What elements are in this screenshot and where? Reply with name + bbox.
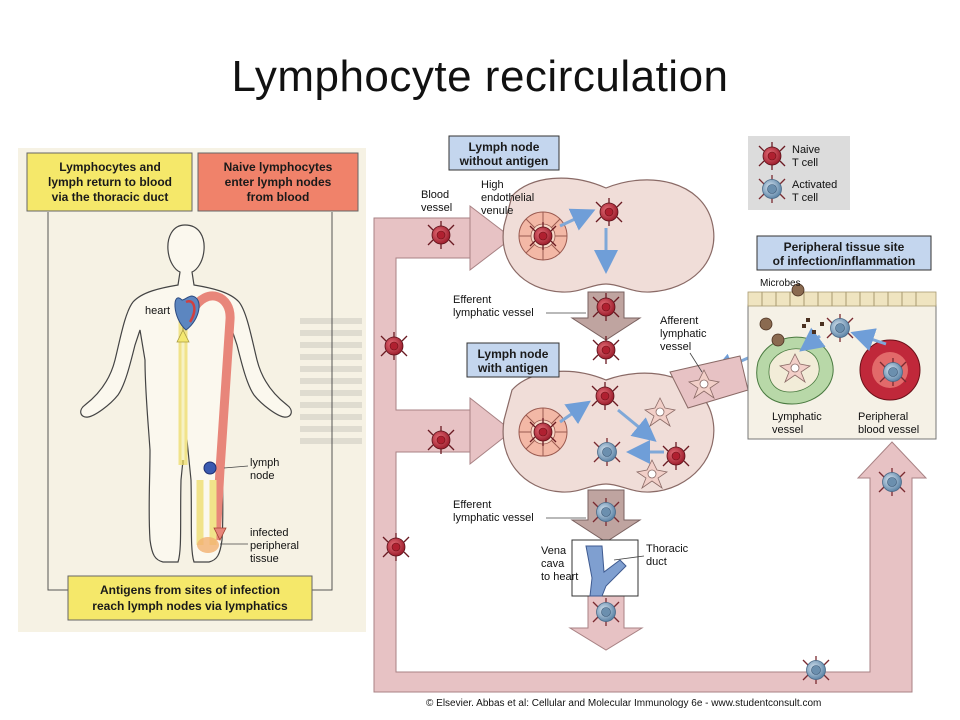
label-afferent-3: vessel (660, 341, 691, 353)
box-antigen-line-2: reach lymph nodes via lymphatics (92, 599, 288, 613)
label-vena-cava-3: to heart (541, 571, 578, 583)
box-node-without-line-1: Lymph node (469, 140, 540, 154)
slide-title: Lymphocyte recirculation (231, 52, 729, 101)
lymph-node-icon (203, 461, 217, 475)
legend-naive-line-2: T cell (792, 157, 818, 169)
right-panel: Lymph node without antigen Lymph node wi… (373, 135, 937, 709)
legend-naive-line-1: Naive (792, 144, 820, 156)
vena-cava-icon (585, 545, 627, 597)
arrowhead-up (176, 329, 190, 343)
blood-circulation-loop (373, 217, 928, 693)
leader-lymph-node (223, 465, 249, 469)
legend-activated-line-1: Activated (792, 179, 837, 191)
lymphatic-vessel-drawing (756, 336, 834, 405)
label-vena-cava-2: cava (541, 558, 565, 570)
label-lymph-node-2: node (250, 470, 274, 482)
peripheral-blood-vessel-drawing (859, 339, 921, 401)
box-node-with-antigen (466, 342, 560, 378)
label-peripheral-blood-1: Peripheral (858, 411, 908, 423)
label-afferent-2: lymphatic (660, 328, 707, 340)
label-infected-2: peripheral (250, 540, 299, 552)
credit-line: © Elsevier. Abbas et al: Cellular and Mo… (426, 698, 821, 709)
heart-red-part (185, 300, 196, 323)
box-node-without-line-2: without antigen (459, 154, 549, 168)
label-efferent-1b: lymphatic vessel (453, 307, 534, 319)
leader-afferent (689, 352, 703, 373)
arrow-hev-to-node-1 (559, 208, 596, 231)
faded-text-background (300, 318, 362, 444)
label-lymph-node-1: lymph (250, 457, 279, 469)
box-peripheral-line-2: of infection/inflammation (773, 254, 916, 268)
infected-tissue-spot (197, 537, 219, 553)
lymph-node-without-antigen (502, 177, 715, 293)
label-afferent-1: Afferent (660, 315, 698, 327)
label-thoracic-1: Thoracic (646, 543, 689, 555)
box-naive-line-3: from blood (247, 190, 310, 204)
box-node-with-line-2: with antigen (477, 361, 548, 375)
left-connector-line (47, 212, 68, 591)
label-lymphatic-vessel-2: vessel (772, 424, 803, 436)
box-naive-line-1: Naive lymphocytes (224, 160, 333, 174)
box-thoracic-line-1: Lymphocytes and (59, 160, 161, 174)
label-blood-vessel-2: vessel (421, 202, 452, 214)
box-node-with-line-1: Lymph node (478, 347, 549, 361)
label-efferent-1a: Efferent (453, 294, 491, 306)
epithelium-layer (747, 291, 937, 307)
box-antigen-transport (67, 575, 313, 621)
label-lymphatic-vessel-1: Lymphatic (772, 411, 822, 423)
box-thoracic-line-3: via the thoracic duct (52, 190, 169, 204)
label-heart: heart (145, 305, 170, 317)
box-node-without-antigen (448, 135, 560, 171)
blood-inflow-arrow-1 (469, 204, 513, 272)
box-antigen-line-1: Antigens from sites of infection (100, 583, 280, 597)
legend-activated-line-2: T cell (792, 192, 818, 204)
left-panel: Lymphocytes and lymph return to blood vi… (18, 148, 366, 632)
box-peripheral-line-1: Peripheral tissue site (784, 240, 905, 254)
microbes-icon (759, 283, 824, 347)
arrow-hev-to-node-2 (559, 400, 591, 425)
label-peripheral-blood-2: blood vessel (858, 424, 919, 436)
label-hev-3: venule (481, 205, 513, 217)
label-thoracic-2: duct (646, 556, 667, 568)
arrow-vessel-to-tissue (850, 328, 887, 352)
label-microbes: Microbes (760, 278, 801, 289)
leader-thoracic (613, 555, 645, 561)
label-infected-3: tissue (250, 553, 279, 565)
label-efferent-2a: Efferent (453, 499, 491, 511)
arrow-tissue-to-lymphatic (799, 327, 826, 352)
legend-box (748, 136, 850, 210)
label-vena-cava-1: Vena (541, 545, 567, 557)
box-naive-entry (197, 152, 359, 212)
label-hev-1: High (481, 179, 504, 191)
label-hev-2: endothelial (481, 192, 534, 204)
box-naive-line-2: enter lymph nodes (225, 175, 332, 189)
arrowhead-down (213, 527, 227, 541)
label-efferent-2b: lymphatic vessel (453, 512, 534, 524)
box-thoracic-return (26, 152, 193, 212)
label-infected-1: infected (250, 527, 289, 539)
right-connector-line (312, 212, 333, 591)
box-peripheral-site (756, 235, 932, 271)
box-thoracic-line-2: lymph return to blood (48, 175, 172, 189)
arrow-to-dc (617, 408, 657, 442)
blood-inflow-arrow-2 (469, 396, 513, 466)
naive-cell-efferent-2 (592, 335, 620, 365)
label-blood-vessel-1: Blood (421, 189, 449, 201)
